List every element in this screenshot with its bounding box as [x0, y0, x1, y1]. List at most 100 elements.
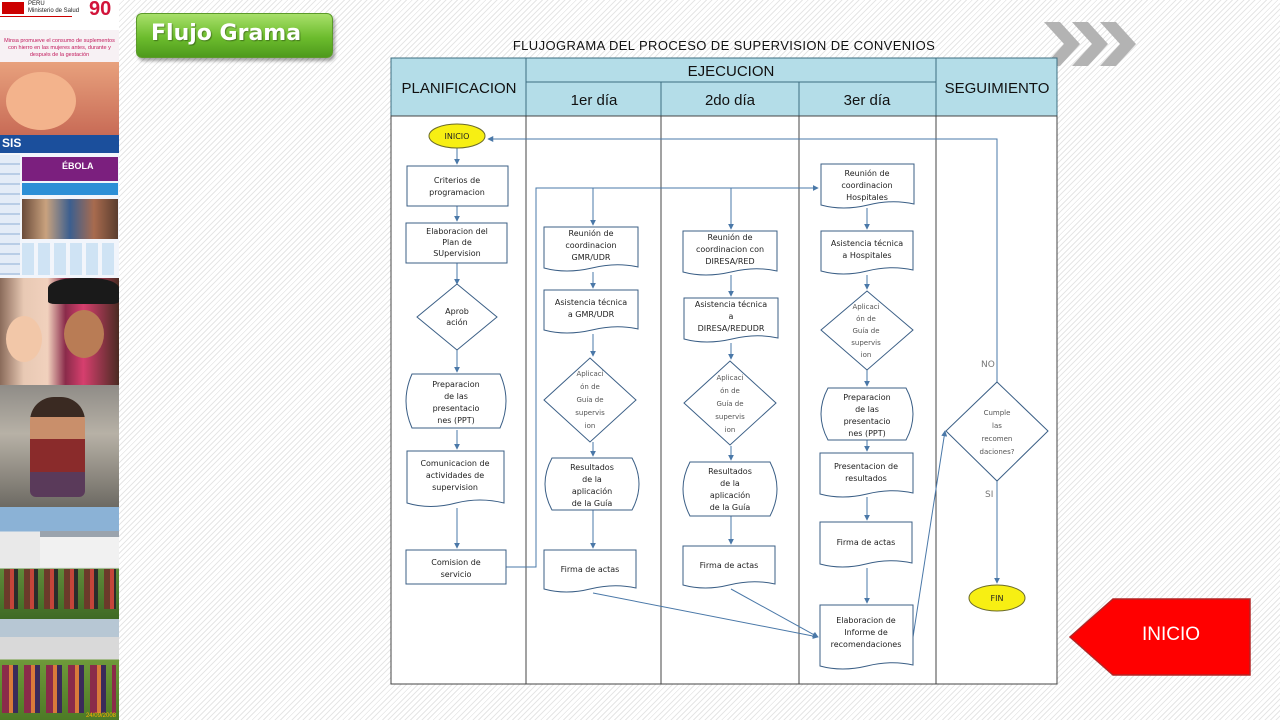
svg-text:Reunión de: Reunión de [708, 232, 753, 242]
node-firma-2: Firma de actas [682, 545, 776, 589]
node-reunion-gmr: Reunión de coordinacion GMR/UDR [543, 226, 639, 272]
svg-text:Criterios de: Criterios de [434, 176, 480, 185]
svg-text:Presentacion de: Presentacion de [834, 462, 898, 471]
svg-text:Aprob: Aprob [445, 307, 469, 316]
node-asistencia-gmr: Asistencia técnica a GMR/UDR [543, 289, 639, 334]
connectors [454, 136, 1000, 639]
svg-text:ion: ion [725, 426, 736, 434]
svg-text:Plan de: Plan de [442, 238, 472, 247]
node-comision: Comision de servicio [405, 549, 507, 585]
svg-text:INICIO: INICIO [445, 132, 470, 141]
svg-text:ón de: ón de [856, 315, 876, 323]
svg-text:de las: de las [855, 405, 879, 414]
country-label: PERÚ [28, 1, 45, 7]
svg-text:Guía de: Guía de [576, 396, 603, 404]
inicio-button[interactable]: INICIO [1069, 598, 1251, 676]
svg-text:GMR/UDR: GMR/UDR [572, 253, 611, 262]
node-aprobacion: Aprob ación [416, 283, 498, 351]
branch-label-no: NO [981, 360, 995, 370]
svg-text:a GMR/UDR: a GMR/UDR [568, 310, 615, 319]
node-presentacion: Presentacion de resultados [819, 452, 914, 498]
node-resultados-1: Resultados de la aplicación de la Guía [544, 457, 640, 511]
svg-text:Comunicacion de: Comunicacion de [420, 459, 489, 468]
svg-text:Informe de: Informe de [844, 628, 888, 637]
svg-text:nes (PPT): nes (PPT) [848, 429, 885, 438]
svg-text:DIRESA/REDUDR: DIRESA/REDUDR [698, 324, 765, 333]
node-reunion-diresa: Reunión de coordinacion con DIRESA/RED [682, 230, 778, 276]
woman-face [64, 310, 104, 358]
svg-text:SUpervision: SUpervision [433, 249, 481, 258]
svg-text:ón de: ón de [580, 383, 600, 391]
svg-text:recomendaciones: recomendaciones [831, 640, 902, 649]
child-figure [30, 397, 85, 497]
ebola-banner [22, 157, 118, 181]
svg-text:aplicación: aplicación [572, 486, 612, 496]
node-comunicacion: Comunicacion de actividades de supervisi… [406, 450, 505, 507]
svg-text:Guía de: Guía de [716, 400, 743, 408]
node-firma-3: Firma de actas [819, 521, 913, 568]
node-aplicacion-2: Aplicaci ón de Guía de supervis ion [683, 360, 777, 446]
svg-text:Asistencia técnica: Asistencia técnica [831, 238, 903, 248]
node-aplicacion-3: Aplicaci ón de Guía de supervis ion [820, 290, 914, 371]
svg-text:Asistencia técnica: Asistencia técnica [695, 299, 767, 309]
svg-text:coordinacion: coordinacion [565, 241, 616, 250]
svg-text:ón de: ón de [720, 387, 740, 395]
sis-icon-row [22, 243, 118, 275]
node-firma-1: Firma de actas [543, 549, 637, 593]
svg-text:de la Guía: de la Guía [572, 499, 613, 508]
andean-family-photo [0, 278, 119, 385]
header-dia2: 2do día [705, 92, 756, 109]
svg-text:Hospitales: Hospitales [846, 193, 888, 202]
svg-text:supervis: supervis [851, 339, 881, 347]
svg-text:Reunión de: Reunión de [569, 228, 614, 238]
community-meeting-photo: 24/09/2008 [0, 619, 119, 720]
branch-label-si: SI [985, 490, 993, 500]
header-planificacion-cell [390, 57, 527, 117]
header-dia1: 1er día [571, 92, 618, 109]
svg-text:resultados: resultados [845, 474, 887, 483]
node-preparacion-ppt-2: Preparacion de las presentacio nes (PPT) [820, 387, 914, 441]
inicio-label: INICIO [1141, 624, 1201, 645]
group-photo [22, 199, 118, 239]
node-elaboracion-plan: Elaboracion del Plan de SUpervision [405, 222, 508, 264]
svg-text:daciones?: daciones? [980, 448, 1015, 456]
svg-text:Firma de actas: Firma de actas [700, 561, 759, 570]
people-crowd [2, 665, 116, 713]
promo-text: Minsa promueve el consumo de suplementos… [4, 38, 115, 58]
svg-text:presentacio: presentacio [433, 404, 480, 413]
svg-text:a: a [729, 312, 734, 321]
node-cumple: Cumple las recomen daciones? [945, 381, 1049, 482]
node-reunion-hosp: Reunión de coordinacion Hospitales [820, 163, 915, 209]
rural-school-photo [0, 507, 119, 619]
svg-text:presentacio: presentacio [844, 417, 891, 426]
svg-text:las: las [992, 422, 1002, 430]
svg-text:de las: de las [444, 392, 468, 401]
sis-sidebar [0, 155, 20, 275]
child-on-rocks-photo [0, 385, 119, 507]
header-dia1-cell [525, 81, 662, 117]
sis-logo: SIS [2, 136, 22, 150]
svg-text:supervis: supervis [575, 409, 605, 417]
sis-website-screenshot: SIS ÉBOLA [0, 135, 119, 278]
header-dia3-cell [798, 81, 937, 117]
svg-text:Elaboracion de: Elaboracion de [836, 616, 896, 625]
svg-text:Preparacion: Preparacion [843, 393, 890, 402]
svg-text:programacion: programacion [429, 188, 485, 197]
svg-text:Firma de actas: Firma de actas [561, 565, 620, 574]
chevrons-icon[interactable] [1044, 20, 1140, 68]
svg-text:Cumple: Cumple [984, 409, 1011, 417]
svg-text:ion: ion [585, 422, 596, 430]
header-seguimiento-cell [935, 57, 1058, 117]
left-arrow-icon [1069, 598, 1251, 676]
pregnant-belly-image [6, 72, 76, 130]
node-asistencia-hosp: Asistencia técnica a Hospitales [820, 230, 914, 275]
flowchart-title: FLUJOGRAMA DEL PROCESO DE SUPERVISION DE… [512, 38, 936, 53]
svg-text:Preparacion: Preparacion [432, 380, 479, 389]
svg-text:coordinacion: coordinacion [841, 181, 892, 190]
header-seguimiento: SEGUIMIENTO [945, 80, 1050, 97]
header-dia3: 3er día [844, 92, 891, 109]
sis-blue-bar [22, 183, 118, 195]
node-informe: Elaboracion de Informe de recomendacione… [819, 604, 914, 670]
